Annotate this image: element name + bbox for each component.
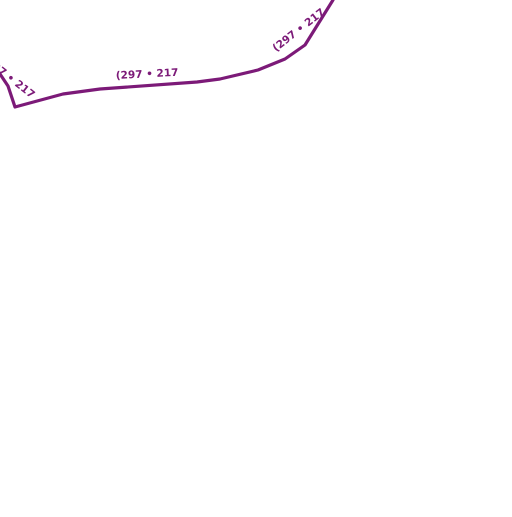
- route-label-middle: (297 • 217: [116, 67, 179, 82]
- route-label-right: (297 • 217: [270, 6, 327, 54]
- road-line[interactable]: [0, 0, 335, 109]
- route-label-left: (297 • 217: [0, 53, 37, 101]
